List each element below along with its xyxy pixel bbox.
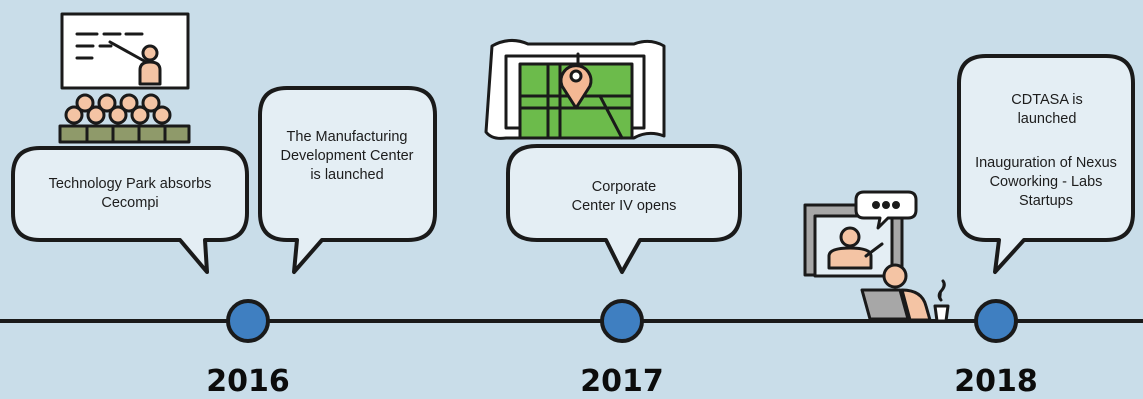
timeline-marker-2017 xyxy=(600,299,644,343)
map-pin-icon xyxy=(484,39,666,140)
event-2018-nexus-coworking: Inauguration of Nexus Coworking - Labs S… xyxy=(975,155,1117,209)
presentation-classroom-icon xyxy=(58,12,191,144)
year-label-2017: 2017 xyxy=(580,364,664,399)
video-call-work-icon xyxy=(803,190,950,323)
event-2018-cdtasa: CDTASA is launched xyxy=(1011,92,1083,127)
event-2016-cecompi: Technology Park absorbs Cecompi xyxy=(48,176,212,211)
event-2016-manufacturing-center: The Manufacturing Development Center is … xyxy=(280,129,414,183)
timeline-marker-2016 xyxy=(226,299,270,343)
bubble-2016-left xyxy=(11,146,249,274)
event-2017-corporate-center: Corporate Center IV opens xyxy=(571,179,677,214)
year-label-2016: 2016 xyxy=(206,364,290,399)
bubble-2016-right xyxy=(258,86,437,274)
bubble-2018 xyxy=(957,54,1135,274)
bubble-2017 xyxy=(506,144,742,274)
timeline-marker-2018 xyxy=(974,299,1018,343)
year-label-2018: 2018 xyxy=(954,364,1038,399)
